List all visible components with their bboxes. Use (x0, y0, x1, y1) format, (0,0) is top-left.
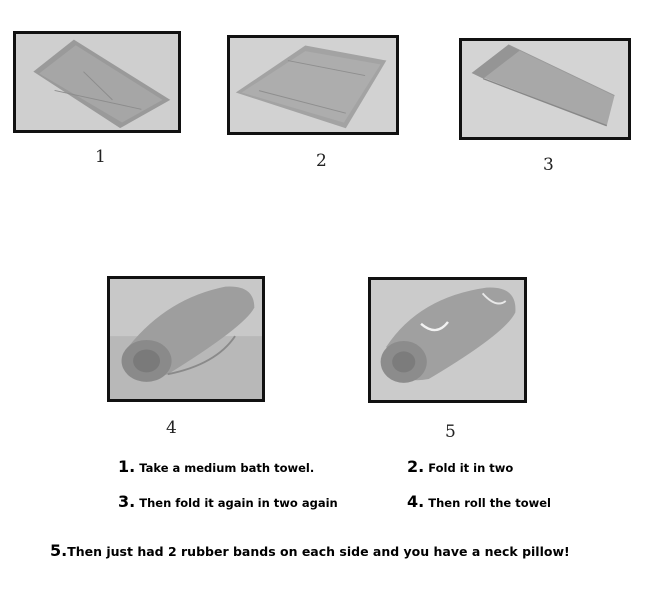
step-3-text: Then fold it again in two again (139, 496, 338, 510)
towel-folded-twice-image (459, 38, 631, 140)
towel-folded-once-image (227, 35, 399, 135)
instruction-step-4: 4. Then roll the towel (407, 492, 551, 511)
figure-number-4: 4 (166, 418, 177, 438)
step-3-number: 3. (118, 492, 136, 511)
figure-number-3: 3 (543, 155, 554, 175)
figure-number-5: 5 (445, 422, 456, 442)
instruction-step-3: 3. Then fold it again in two again (118, 492, 338, 511)
step-4-number: 4. (407, 492, 425, 511)
step-2-text: Fold it in two (428, 461, 514, 475)
towel-flat-image (13, 31, 181, 133)
instruction-step-1: 1. Take a medium bath towel. (118, 457, 314, 476)
instruction-step-2: 2. Fold it in two (407, 457, 513, 476)
step-2-number: 2. (407, 457, 425, 476)
step-1-text: Take a medium bath towel. (139, 461, 315, 475)
instruction-step-5: 5.Then just had 2 rubber bands on each s… (50, 541, 570, 560)
step-5-text: Then just had 2 rubber bands on each sid… (67, 544, 570, 559)
step-5-number: 5. (50, 541, 68, 560)
step-4-text: Then roll the towel (428, 496, 551, 510)
towel-rolled-image (107, 276, 265, 402)
figure-number-2: 2 (316, 151, 327, 171)
step-1-number: 1. (118, 457, 136, 476)
towel-rolled-banded-image (368, 277, 527, 403)
figure-number-1: 1 (95, 147, 106, 167)
